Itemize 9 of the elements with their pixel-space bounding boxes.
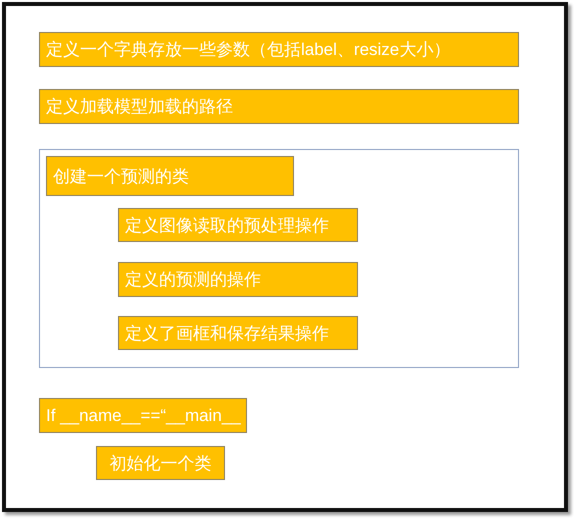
step-box: 初始化一个类 — [96, 446, 225, 480]
step-box: 定义一个字典存放一些参数（包括label、resize大小） — [39, 32, 519, 67]
group-box — [39, 149, 519, 368]
step-box: 创建一个预测的类 — [46, 156, 294, 196]
step-box: 定义图像读取的预处理操作 — [118, 208, 358, 242]
step-box: If __name__==“__main__ — [39, 398, 247, 433]
step-box: 定义加载模型加载的路径 — [39, 89, 519, 124]
step-box: 定义了画框和保存结果操作 — [118, 316, 358, 350]
step-box: 定义的预测的操作 — [118, 262, 358, 297]
